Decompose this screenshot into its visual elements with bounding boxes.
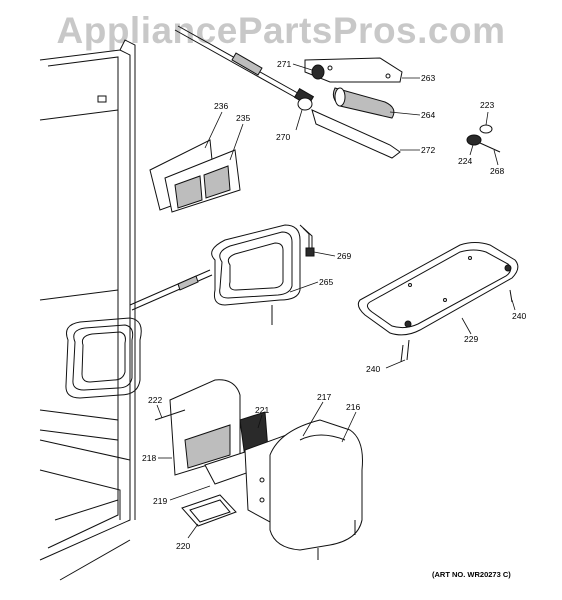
callout-224: 224 xyxy=(458,156,472,166)
callout-219: 219 xyxy=(153,496,167,506)
evaporator-coil xyxy=(65,224,315,399)
callout-265: 265 xyxy=(319,277,333,287)
callout-268: 268 xyxy=(490,166,504,176)
callout-229: 229 xyxy=(464,334,478,344)
dispenser-tube-assembly xyxy=(174,25,403,159)
drip-tray xyxy=(357,242,519,363)
callout-217: 217 xyxy=(317,392,331,402)
callout-216: 216 xyxy=(346,402,360,412)
callout-270: 270 xyxy=(276,132,290,142)
callout-236: 236 xyxy=(214,101,228,111)
callout-240-left: 240 xyxy=(366,364,380,374)
callout-220: 220 xyxy=(176,541,190,551)
duct-assembly xyxy=(154,379,363,560)
callout-271: 271 xyxy=(277,59,291,69)
callout-labels: 271 263 264 270 272 223 224 268 236 235 … xyxy=(142,59,526,551)
art-number: (ART NO. WR20273 C) xyxy=(432,570,511,579)
callout-222: 222 xyxy=(148,395,162,405)
callout-272: 272 xyxy=(421,145,435,155)
callout-223: 223 xyxy=(480,100,494,110)
watermark: AppliancePartsPros.com xyxy=(56,10,506,51)
callout-218: 218 xyxy=(142,453,156,463)
cover-parts xyxy=(149,139,241,213)
cabinet-frame xyxy=(39,39,136,581)
callout-264: 264 xyxy=(421,110,435,120)
leader-lines xyxy=(156,63,516,539)
callout-240-right: 240 xyxy=(512,311,526,321)
callout-269: 269 xyxy=(337,251,351,261)
callout-235: 235 xyxy=(236,113,250,123)
callout-221: 221 xyxy=(255,405,269,415)
callout-263: 263 xyxy=(421,73,435,83)
